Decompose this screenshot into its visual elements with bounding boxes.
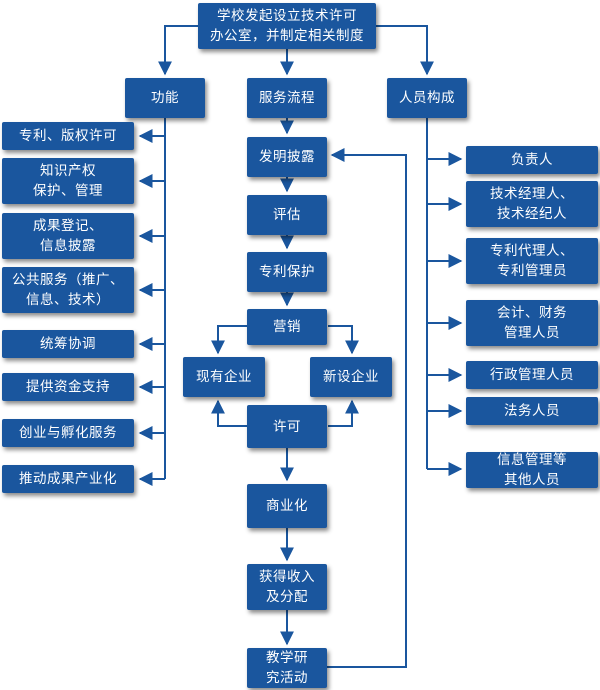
- function-item-incubation: 创业与孵化服务: [2, 419, 134, 447]
- function-item-patent-license: 专利、版权许可: [2, 122, 134, 150]
- function-item-ip-management: 知识产权 保护、管理: [2, 158, 134, 204]
- arrow-research-to-disclosure: [327, 148, 407, 668]
- function-item-public-service: 公共服务（推广、 信息、技术）: [2, 267, 134, 313]
- arrow-license-to-new: [328, 399, 359, 427]
- personnel-item-patent-agent: 专利代理人、 专利管理员: [466, 238, 598, 284]
- process-new-enterprise: 新设企业: [310, 357, 392, 397]
- function-item-funding: 提供资金支持: [2, 373, 134, 401]
- process-income-distribution: 获得收入 及分配: [247, 564, 327, 610]
- root-node: 学校发起设立技术许可 办公室，并制定相关制度: [198, 3, 376, 49]
- arrow-root-to-function: [158, 25, 198, 76]
- process-evaluation: 评估: [247, 195, 327, 235]
- process-license: 许可: [247, 405, 327, 448]
- arrow-license-to-existing: [211, 399, 248, 427]
- process-existing-enterprise: 现有企业: [183, 357, 265, 397]
- personnel-item-head: 负责人: [466, 146, 598, 174]
- process-disclosure: 发明披露: [247, 137, 327, 177]
- function-item-registration: 成果登记、 信息披露: [2, 213, 134, 259]
- function-header: 功能: [125, 78, 205, 118]
- process-patent-protection: 专利保护: [247, 252, 327, 292]
- personnel-header: 人员构成: [387, 78, 467, 118]
- arrow-marketing-to-existing: [211, 325, 248, 355]
- personnel-item-info-other: 信息管理等 其他人员: [466, 452, 598, 488]
- arrow-root-to-personnel: [376, 25, 434, 76]
- process-header: 服务流程: [247, 78, 327, 118]
- personnel-item-finance: 会计、财务 管理人员: [466, 300, 598, 346]
- process-commercialization: 商业化: [247, 484, 327, 528]
- personnel-item-legal: 法务人员: [466, 397, 598, 425]
- function-item-industrialization: 推动成果产业化: [2, 465, 134, 493]
- process-marketing: 营销: [247, 309, 327, 345]
- arrow-marketing-to-new: [328, 325, 359, 355]
- personnel-item-tech-manager: 技术经理人、 技术经纪人: [466, 181, 598, 227]
- personnel-item-admin: 行政管理人员: [466, 361, 598, 389]
- function-item-coordination: 统筹协调: [2, 330, 134, 358]
- process-research-activities: 教学研 究活动: [247, 648, 327, 688]
